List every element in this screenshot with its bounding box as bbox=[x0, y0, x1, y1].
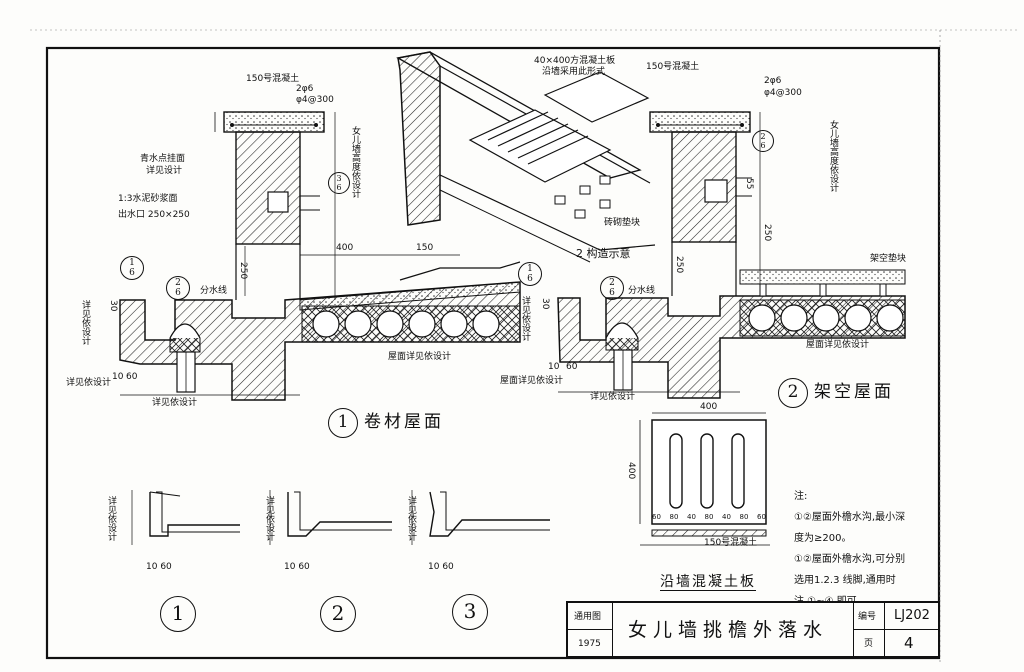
section1-parapet bbox=[214, 111, 336, 300]
parapet-height-note-b: 女儿墙高度依设计 bbox=[828, 120, 838, 192]
small-detail-3-side: 详见依设计 bbox=[406, 496, 416, 541]
dim-30b: 30 bbox=[540, 298, 550, 310]
page-label: 页 bbox=[864, 639, 874, 649]
dim-60b: 60 bbox=[566, 362, 578, 372]
bottom-center-label-b: 详见依设计 bbox=[590, 392, 636, 402]
raised-block-label: 架空垫块 bbox=[870, 254, 907, 264]
left-side-label-b: 详见依设计 bbox=[520, 296, 530, 341]
slab-concrete-label: 150号混凝土 bbox=[704, 538, 758, 548]
parapet-finish-label: 青水点挂面 bbox=[140, 154, 186, 164]
bottom-left-label: 详见依设计 bbox=[66, 378, 112, 388]
detail-design-label: 详见设计 bbox=[146, 166, 183, 176]
slab-dim-side: 400 bbox=[626, 462, 636, 480]
brick-block-label: 砖砌垫块 bbox=[604, 218, 641, 228]
dim-30: 30 bbox=[108, 300, 118, 312]
parapet-height-note: 女儿墙高度依设计 bbox=[350, 126, 360, 198]
dim-250b: 250 bbox=[762, 224, 772, 242]
bottom-center-label: 详见依设计 bbox=[152, 398, 198, 408]
year-label: 1975 bbox=[578, 639, 601, 649]
section2-number-circle: 2 bbox=[778, 378, 808, 408]
notes-block: 注: ①②屋面外檐水沟,最小深 度为≥200。 ①②屋面外檐水沟,可分别 选用1… bbox=[794, 486, 905, 612]
dim-60: 60 bbox=[126, 372, 138, 382]
section2-roof bbox=[557, 269, 906, 399]
small-details bbox=[131, 490, 550, 545]
drawing-title: 女儿墙挑檐外落水 bbox=[628, 619, 829, 641]
section1-title: 卷材屋面 bbox=[364, 412, 444, 432]
bottom-left-label-b: 屋面详见依设计 bbox=[500, 376, 564, 386]
roof-detail-label: 屋面详见依设计 bbox=[388, 352, 452, 362]
rebar-label-b: 2φ6 bbox=[764, 76, 782, 86]
dim-250: 250 bbox=[238, 262, 248, 280]
slab-detail-title: 沿墙混凝土板 bbox=[660, 574, 756, 591]
section1-roof bbox=[119, 254, 521, 401]
rebar-label: 2φ6 bbox=[296, 84, 314, 94]
concrete150-label: 150号混凝土 bbox=[246, 74, 300, 84]
page-number: 4 bbox=[904, 634, 914, 652]
code-label: 编号 bbox=[858, 612, 877, 622]
note-line-2: 度为≥200。 bbox=[794, 533, 852, 544]
dim-55: 55 bbox=[744, 178, 754, 190]
outlet-label: 出水口 250×250 bbox=[118, 210, 190, 220]
note-line-1: ①②屋面外檐水沟,最小深 bbox=[794, 512, 906, 523]
dim-150: 150 bbox=[416, 243, 434, 253]
small-detail-3-dims: 10 60 bbox=[428, 562, 454, 572]
small-detail-2-dims: 10 60 bbox=[284, 562, 310, 572]
dim-10: 10 bbox=[112, 372, 124, 382]
iso-title: 2 构造示意 bbox=[576, 247, 631, 260]
stirrup-label-b: φ4@300 bbox=[764, 88, 802, 98]
left-side-label: 详见依设计 bbox=[80, 300, 90, 345]
small-detail-2-number: 2 bbox=[320, 596, 356, 632]
section2-parapet bbox=[649, 111, 761, 296]
isometric-view bbox=[396, 51, 656, 263]
dim-10b: 10 bbox=[548, 362, 560, 372]
concrete150-label-b: 150号混凝土 bbox=[646, 62, 700, 72]
sheet-border bbox=[45, 46, 941, 660]
dim-250c: 250 bbox=[674, 256, 684, 274]
roof-detail-label-b: 屋面详见依设计 bbox=[806, 340, 870, 350]
water-line-label: 分水线 bbox=[200, 286, 228, 296]
note-line-4: 选用1.2.3 线脚,通用时 bbox=[794, 575, 896, 586]
stirrup-label: φ4@300 bbox=[296, 95, 334, 105]
section1-number-circle: 1 bbox=[328, 408, 358, 438]
small-detail-1-number: 1 bbox=[160, 596, 196, 632]
atlas-label: 通用图 bbox=[574, 612, 602, 622]
small-detail-3-number: 3 bbox=[452, 594, 488, 630]
slab-note-2: 沿墙采用此形式 bbox=[542, 67, 606, 77]
dim-400: 400 bbox=[336, 243, 354, 253]
notes-title: 注: bbox=[794, 491, 808, 502]
small-detail-1-side: 详见依设计 bbox=[106, 496, 116, 541]
small-detail-1-dims: 10 60 bbox=[146, 562, 172, 572]
slab-dim-top: 400 bbox=[700, 402, 718, 412]
title-block: 通用图 1975 女儿墙挑檐外落水 编号 LJ202 页 4 bbox=[566, 601, 940, 658]
note-line-3: ①②屋面外檐水沟,可分别 bbox=[794, 554, 906, 565]
small-detail-2-side: 详见依设计 bbox=[264, 496, 274, 541]
water-line-label-b: 分水线 bbox=[628, 286, 656, 296]
slab-note-1: 40×400方混凝土板 bbox=[534, 56, 616, 66]
slab-plan bbox=[639, 412, 770, 546]
mortar-label: 1:3水泥砂浆面 bbox=[118, 194, 178, 204]
section2-title: 架空屋面 bbox=[814, 382, 894, 402]
drawing-code: LJ202 bbox=[894, 608, 930, 623]
